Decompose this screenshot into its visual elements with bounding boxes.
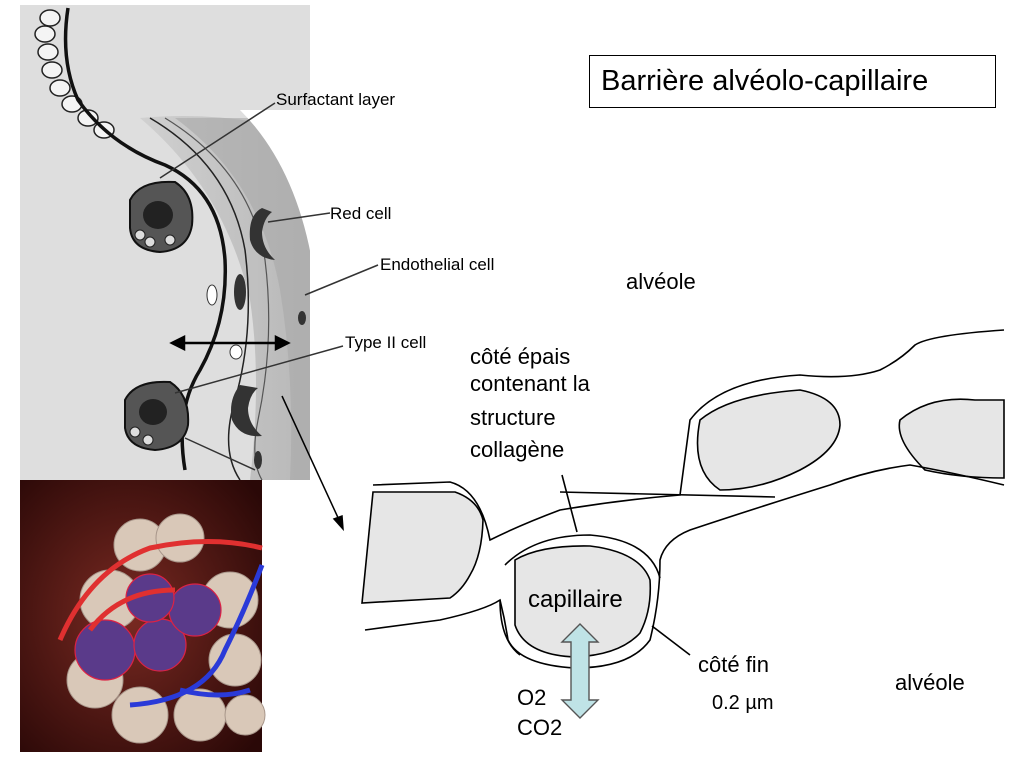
alveoli-3d-render [20, 480, 266, 752]
label-red-cell: Red cell [330, 204, 392, 223]
label-o2: O2 [517, 685, 547, 710]
label-endothelial-cell: Endothelial cell [380, 255, 495, 274]
label-alveole-bottom: alvéole [895, 670, 965, 695]
label-alveole-top: alvéole [626, 269, 696, 294]
label-thick-side-line4: collagène [470, 437, 565, 462]
label-type2-cell: Type II cell [345, 333, 427, 352]
label-surfactant-layer: Surfactant layer [276, 90, 396, 109]
type2-cell-lower [124, 380, 190, 452]
gas-exchange-arrow [560, 623, 600, 719]
thickness-arrow [169, 334, 291, 352]
type2-cell-upper [129, 180, 194, 254]
label-thick-side-line1: côté épais [470, 344, 571, 369]
label-co2: CO2 [517, 715, 563, 740]
label-thin-side: côté fin [698, 652, 769, 677]
label-capillary: capillaire [528, 586, 623, 613]
label-thickness: 0.2 µm [712, 692, 774, 714]
label-thick-side-line2: contenant la [470, 371, 590, 396]
label-thick-side-line3: structure [470, 405, 556, 430]
capillary-lumen [514, 545, 652, 658]
page-title: Barrière alvéolo-capillaire [589, 55, 996, 108]
